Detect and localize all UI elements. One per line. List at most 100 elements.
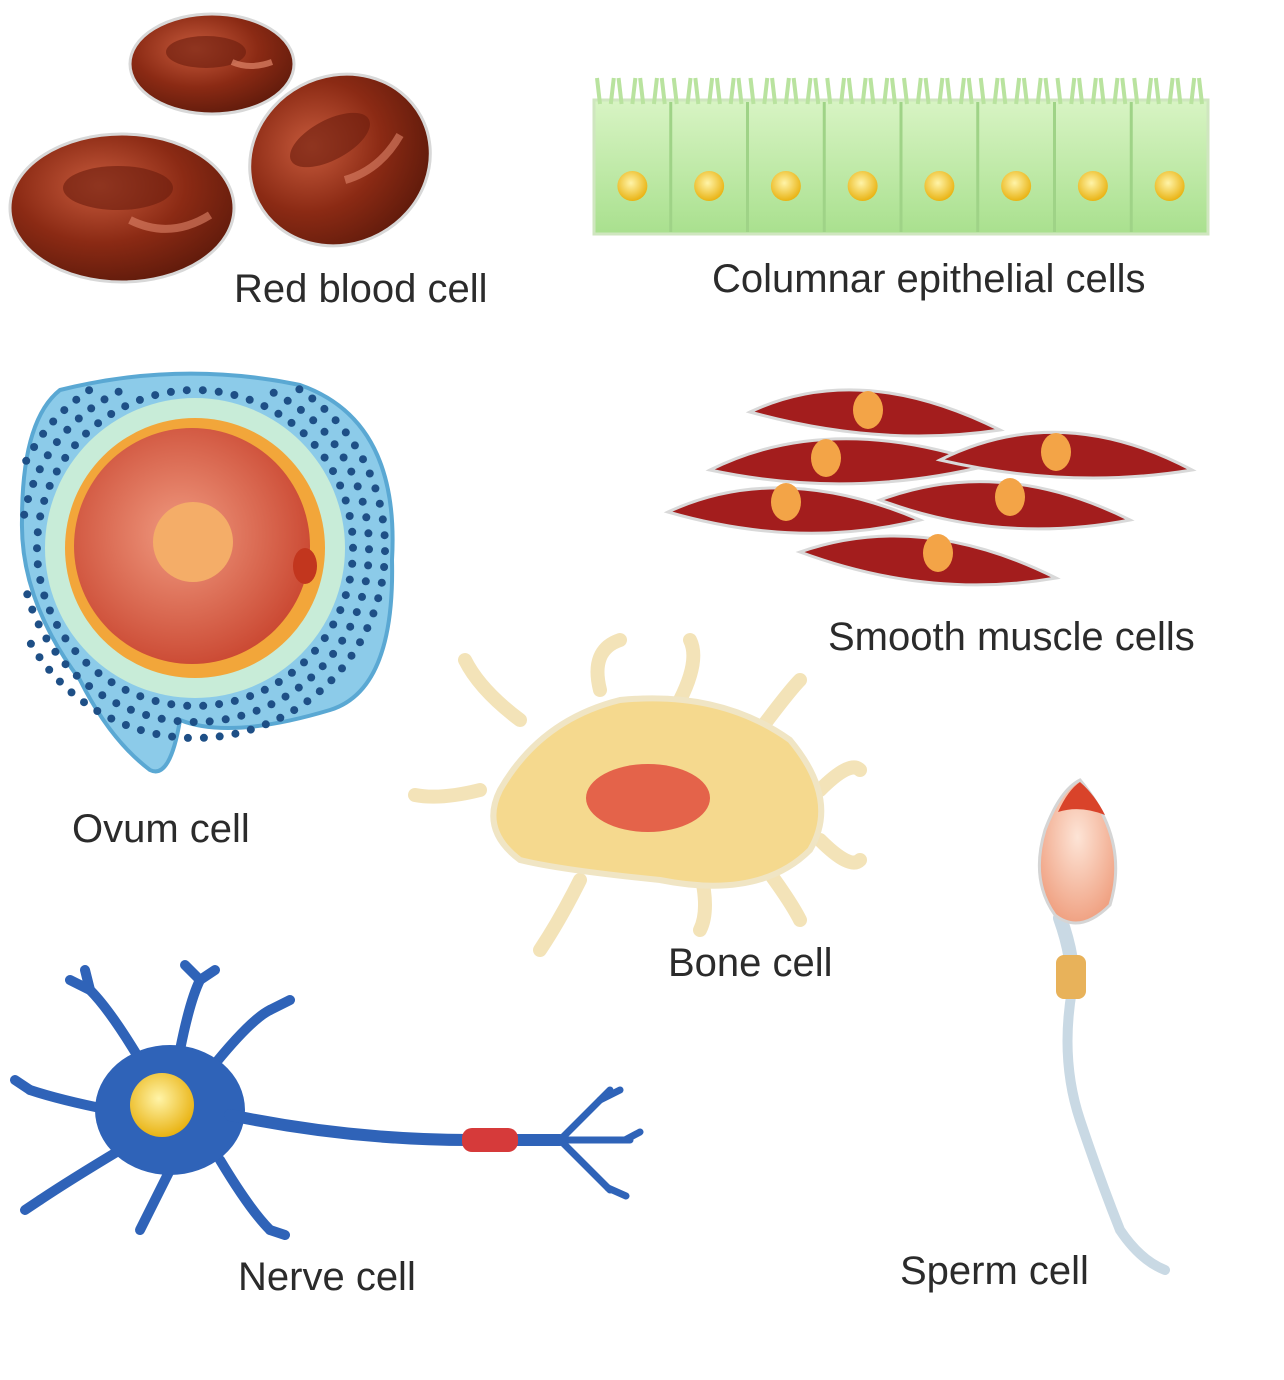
follicle-cell-nucleus [205,717,214,726]
follicle-cell-nucleus [136,726,145,735]
follicle-cell-nucleus [215,700,224,709]
follicle-cell-nucleus [353,482,362,491]
muscle-nucleus [853,391,883,429]
follicle-cell-nucleus [72,671,81,680]
follicle-cell-nucleus [87,404,96,413]
ovum-polar-body [293,548,317,584]
follicle-cell-nucleus [33,544,41,553]
follicle-cell-nucleus [23,590,32,599]
follicle-cell-nucleus [309,416,318,425]
follicle-cell-nucleus [303,697,312,706]
follicle-cell-nucleus [246,725,255,734]
red-blood-cell-illustration [8,12,432,284]
nerve-axon [224,1109,566,1146]
epithelial-nucleus [1154,171,1185,201]
follicle-cell-nucleus [274,409,283,418]
follicle-cell-nucleus [45,665,54,674]
follicle-cell-nucleus [126,705,135,714]
follicle-cell-nucleus [230,696,239,705]
follicle-cell-nucleus [363,624,372,633]
follicle-cell-nucleus [377,578,386,587]
smooth-muscle-label: Smooth muscle cells [828,615,1195,659]
follicle-cell-nucleus [107,714,116,723]
follicle-cell-nucleus [349,543,357,552]
bone-cell-label: Bone cell [668,941,833,985]
follicle-cell-nucleus [287,668,296,677]
follicle-cell-nucleus [364,529,373,538]
follicle-cell-nucleus [157,714,166,723]
follicle-cell-nucleus [34,620,43,629]
follicle-cell-nucleus [39,429,48,438]
epithelial-nucleus [924,171,955,201]
follicle-cell-nucleus [350,441,359,450]
red-blood-cell-1 [128,12,296,116]
follicle-cell-nucleus [329,620,338,629]
axon-terminals [556,1086,644,1200]
follicle-cell-nucleus [85,386,94,395]
follicle-cell-nucleus [378,515,387,524]
follicle-cell-nucleus [30,443,39,451]
follicle-cell-nucleus [107,678,116,687]
follicle-cell-nucleus [358,592,366,601]
muscle-nucleus [811,439,841,477]
epithelial-nucleus [847,171,878,201]
follicle-cell-nucleus [45,606,54,615]
cilia [595,77,667,105]
follicle-cell-nucleus [80,698,88,707]
follicle-cell-nucleus [299,429,308,438]
follicle-cell-nucleus [362,513,371,522]
follicle-cell-nucleus [371,484,380,493]
follicle-cell-nucleus [308,394,317,403]
follicle-cell-nucleus [82,429,90,438]
epithelial-cell [669,77,744,232]
follicle-cell-nucleus [36,512,45,521]
follicle-cell-nucleus [61,660,70,669]
follicle-cell-nucleus [35,465,44,474]
cilia [978,77,1051,105]
follicle-cell-nucleus [24,495,32,504]
follicle-cell-nucleus [71,441,79,450]
follicle-cell-nucleus [168,732,177,741]
follicle-cell-nucleus [151,391,160,400]
follicle-cell-nucleus [338,636,347,645]
follicle-cell-nucleus [315,687,324,696]
follicle-cell-nucleus [40,591,49,600]
follicle-cell-nucleus [330,440,339,449]
epithelial-nucleus [770,171,801,201]
follicle-cell-nucleus [121,685,130,694]
epithelial-cell [746,77,821,232]
follicle-cell-nucleus [311,646,319,655]
bone-cell-processes [408,633,867,957]
follicle-cell-nucleus [283,396,292,405]
follicle-cell-nucleus [369,609,378,618]
follicle-cell-nucleus [261,720,270,729]
follicle-cell-nucleus [221,715,230,724]
follicle-cell-nucleus [20,510,29,519]
follicle-cell-nucleus [341,496,350,505]
follicle-cell-nucleus [215,732,224,741]
nerve-cell-nucleus [130,1073,194,1137]
follicle-cell-nucleus [151,697,160,705]
follicle-cell-nucleus [347,651,356,660]
follicle-cell-nucleus [290,706,299,715]
cilia [1132,77,1204,105]
follicle-cell-nucleus [121,721,130,729]
follicle-cell-nucleus [260,685,269,694]
bone-cell-nucleus [586,764,710,832]
follicle-cell-nucleus [374,594,383,603]
follicle-cell-nucleus [230,391,239,399]
nerve-dendrites [10,960,295,1240]
follicle-cell-nucleus [237,711,246,720]
follicle-cell-nucleus [135,395,144,404]
follicle-cell-nucleus [214,387,223,396]
follicle-cell-nucleus [327,676,336,685]
follicle-cell-nucleus [53,620,61,629]
cilia [825,77,897,105]
follicle-cell-nucleus [36,576,45,584]
smooth-muscle-illustration [663,388,1197,587]
red-blood-cell-3 [248,72,432,248]
follicle-cell-nucleus [348,559,357,568]
follicle-cell-nucleus [35,653,44,662]
myelin-sheath [462,1128,518,1152]
follicle-cell-nucleus [26,639,35,648]
